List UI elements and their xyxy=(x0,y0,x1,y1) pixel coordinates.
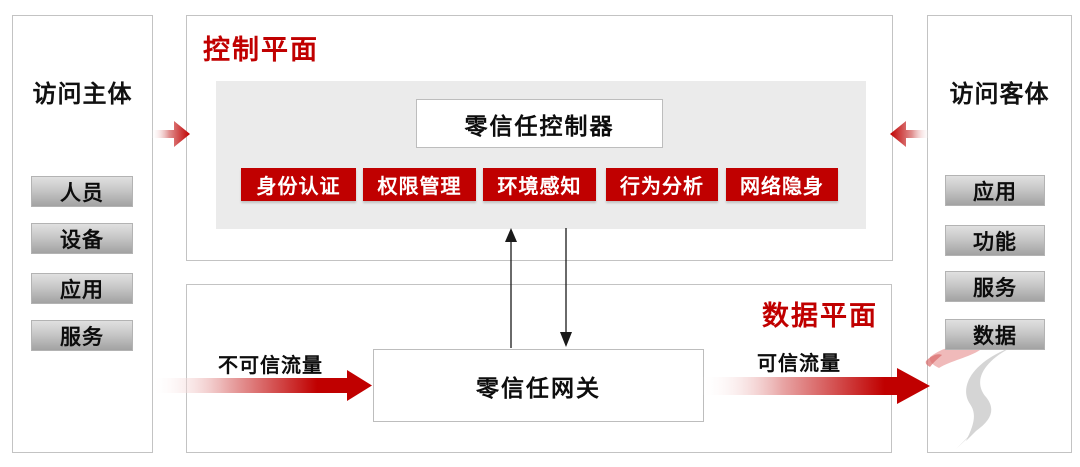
data-plane-box: 数据平面 不可信流量 可信流量 零信任网关 xyxy=(186,284,892,453)
data-plane-title: 数据平面 xyxy=(762,301,878,331)
object-item-function: 功能 xyxy=(945,225,1045,256)
access-object-title: 访问客体 xyxy=(949,81,1050,108)
object-item-application: 应用 xyxy=(945,175,1045,206)
subject-item-personnel: 人员 xyxy=(31,176,133,207)
subject-item-device: 设备 xyxy=(31,223,133,254)
untrusted-traffic-arrow-icon xyxy=(153,370,372,401)
trusted-traffic-arrow-icon xyxy=(703,368,930,404)
module-identity-auth: 身份认证 xyxy=(241,168,356,201)
object-to-control-arrow-icon xyxy=(890,121,930,147)
zero-trust-controller-node: 零信任控制器 xyxy=(416,99,663,148)
untrusted-traffic-label: 不可信流量 xyxy=(218,355,323,377)
module-permission-mgmt: 权限管理 xyxy=(363,168,476,201)
zero-trust-gateway-node: 零信任网关 xyxy=(373,349,704,422)
trusted-traffic-label: 可信流量 xyxy=(757,353,841,375)
object-item-data: 数据 xyxy=(945,319,1045,350)
controller-gateway-connector-arrows-icon xyxy=(505,228,572,348)
subject-item-service: 服务 xyxy=(31,320,133,351)
control-plane-box: 控制平面 零信任控制器 身份认证 权限管理 环境感知 行为分析 网络隐身 xyxy=(186,15,893,261)
module-network-stealth: 网络隐身 xyxy=(726,168,838,201)
object-item-service: 服务 xyxy=(945,271,1045,302)
module-env-awareness: 环境感知 xyxy=(483,168,596,201)
control-plane-title: 控制平面 xyxy=(203,35,319,65)
logo-watermark-swirl-icon xyxy=(925,345,1012,449)
access-subject-title: 访问主体 xyxy=(32,81,133,108)
module-behavior-analysis: 行为分析 xyxy=(606,168,718,201)
subject-item-application: 应用 xyxy=(31,273,133,304)
subject-to-control-arrow-icon xyxy=(152,121,190,147)
access-object-panel: 访问客体 应用 功能 服务 数据 xyxy=(925,15,1072,453)
access-subject-panel: 访问主体 人员 设备 应用 服务 xyxy=(12,15,153,453)
